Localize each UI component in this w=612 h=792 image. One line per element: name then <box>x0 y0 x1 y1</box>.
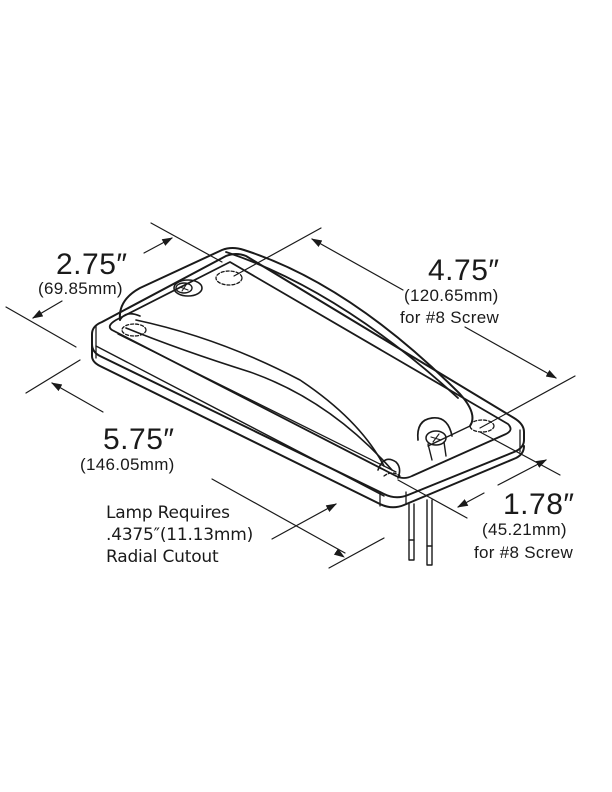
screw-spacing-short-mm-label: (45.21mm) <box>482 520 567 539</box>
dimension-width-2-75 <box>5 222 223 348</box>
lamp-lens <box>118 247 474 479</box>
screw-spacing-short-inches-label: 1.78″ <box>503 488 575 521</box>
screw-spacing-short-note: for #8 Screw <box>474 543 574 562</box>
screw-spacing-long-note: for #8 Screw <box>400 308 500 327</box>
cutout-note-line-2: .4375″(11.13mm) <box>106 525 254 545</box>
screw-bottom-right <box>416 416 453 461</box>
width-inches-label: 2.75″ <box>56 248 128 281</box>
dimension-screw-spacing-4-75 <box>233 227 576 429</box>
dimension-screw-spacing-1-78 <box>397 431 561 519</box>
screw-top-left <box>173 279 203 297</box>
cutout-note-line-1: Lamp Requires <box>106 503 230 523</box>
screw-spacing-long-inches-label: 4.75″ <box>428 254 500 287</box>
width-mm-label: (69.85mm) <box>38 279 123 298</box>
dimension-length-5-75 <box>25 359 104 413</box>
cutout-note-line-3: Radial Cutout <box>106 547 219 567</box>
lamp-wires <box>408 499 433 566</box>
dimension-cutout-leader <box>211 478 385 569</box>
length-inches-label: 5.75″ <box>103 423 175 456</box>
hidden-screw-holes <box>121 270 495 477</box>
lamp-lens-flange <box>108 261 512 479</box>
length-mm-label: (146.05mm) <box>80 455 175 474</box>
screw-spacing-long-mm-label: (120.65mm) <box>404 286 499 305</box>
